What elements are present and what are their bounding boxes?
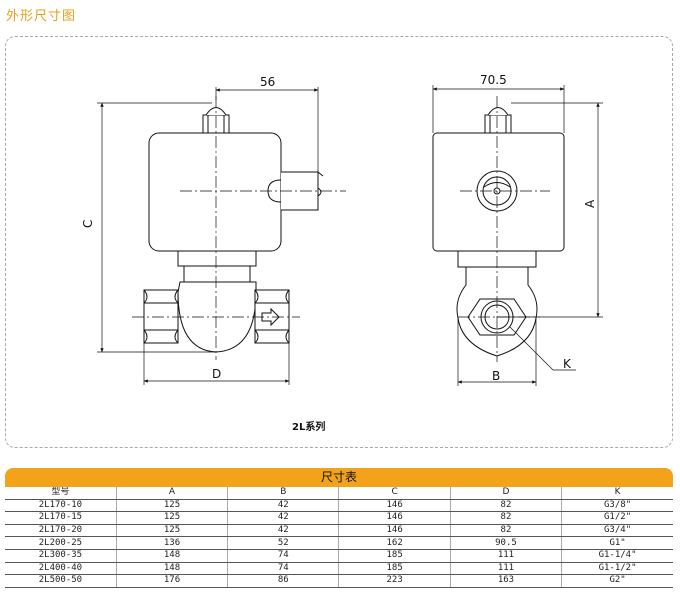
table-row: 2L170-15 125 42 146 82 G1/2" [5,511,673,525]
page-title: 外形尺寸图 [6,9,77,24]
cell-model: 2L200-25 [5,536,117,550]
cell-model: 2L300-35 [5,549,117,563]
cell-c: 185 [338,549,451,563]
header-b: B [227,487,339,500]
drawing-frame [5,36,673,448]
dimension-table: 尺寸表 型号 A B C D K 2L170-10 125 42 146 82 … [5,468,673,594]
table-row: 2L400-40 148 74 185 111 G1-1/2" [5,562,673,576]
dim-k-label: K [563,357,572,371]
cell-d: 111 [449,562,562,576]
front-view [432,85,603,386]
header-a: A [115,487,228,500]
side-view [97,87,346,385]
table-header-row: 型号 A B C D K [5,487,673,500]
cell-a: 148 [115,562,228,576]
cell-d: 163 [449,574,562,588]
cell-b: 42 [227,524,339,538]
table-row: 2L170-10 125 42 146 82 G3/8" [5,499,673,513]
table-title: 尺寸表 [5,468,673,487]
cell-b: 52 [227,536,339,550]
cell-k: G3/8" [561,499,673,513]
header-d: D [449,487,562,500]
cell-c: 146 [338,524,451,538]
cell-model: 2L170-10 [5,499,117,513]
table-row: 2L500-50 176 86 223 163 G2" [5,574,673,588]
cell-a: 125 [115,511,228,525]
cell-c: 185 [338,562,451,576]
cell-b: 42 [227,499,339,513]
cell-a: 148 [115,549,228,563]
cell-a: 176 [115,574,228,588]
cell-b: 74 [227,549,339,563]
cell-d: 111 [449,549,562,563]
cell-k: G2" [561,574,673,588]
cell-c: 223 [338,574,451,588]
cell-k: G1-1/4" [561,549,673,563]
header-model: 型号 [5,487,117,500]
cell-b: 86 [227,574,339,588]
cell-k: G1/2" [561,511,673,525]
dim-56-label: 56 [260,75,275,89]
dimension-table-grid: 型号 A B C D K 2L170-10 125 42 146 82 G3/8… [5,487,673,588]
cell-c: 162 [338,536,451,550]
cell-d: 82 [449,511,562,525]
cell-c: 146 [338,511,451,525]
cell-k: G1-1/2" [561,562,673,576]
cell-model: 2L500-50 [5,574,117,588]
cell-a: 136 [115,536,228,550]
cell-c: 146 [338,499,451,513]
cell-d: 90.5 [449,536,562,550]
cell-b: 42 [227,511,339,525]
cell-b: 74 [227,562,339,576]
cell-model: 2L170-20 [5,524,117,538]
dim-b-label: B [492,369,500,383]
cell-d: 82 [449,524,562,538]
dimension-drawing: 56 C D [81,73,603,386]
table-row: 2L170-20 125 42 146 82 G3/4" [5,524,673,538]
cell-a: 125 [115,499,228,513]
cell-k: G1" [561,536,673,550]
table-row: 2L300-35 148 74 185 111 G1-1/4" [5,549,673,563]
dim-d-label: D [212,367,221,381]
cell-d: 82 [449,499,562,513]
header-c: C [338,487,451,500]
dim-70-5-label: 70.5 [480,73,507,87]
header-k: K [561,487,673,500]
cell-model: 2L170-15 [5,511,117,525]
series-label: 2L系列 [292,422,326,433]
dim-a-label: A [583,199,597,208]
table-row: 2L200-25 136 52 162 90.5 G1" [5,536,673,550]
dim-c-label: C [81,220,95,228]
cell-k: G3/4" [561,524,673,538]
cell-model: 2L400-40 [5,562,117,576]
cell-a: 125 [115,524,228,538]
